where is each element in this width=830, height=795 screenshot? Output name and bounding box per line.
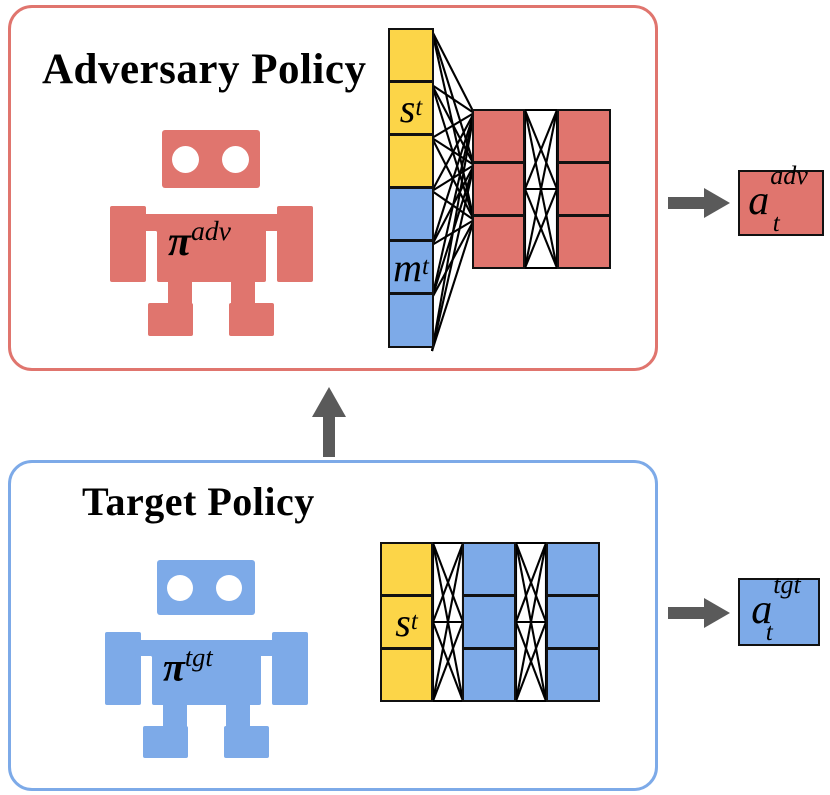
robot-arm-right — [277, 206, 313, 282]
robot-eye-left — [167, 575, 193, 601]
robot-eye-left — [172, 146, 199, 173]
robot-foot-left — [148, 303, 193, 336]
adversary-robot-icon: πadv — [110, 130, 325, 340]
target-edges-input-to-hidden1 — [431, 541, 465, 703]
adversary-policy-symbol: πadv — [168, 215, 231, 266]
adversary-edges-input-to-hidden1 — [430, 30, 476, 352]
adversary-hidden-layer-2 — [557, 109, 611, 269]
adversary-input-cell-6 — [388, 293, 434, 348]
adversary-policy-title: Adversary Policy — [42, 46, 367, 93]
adversary-hidden2-unit-2 — [557, 162, 611, 216]
adversary-hidden1-unit-3 — [472, 215, 525, 269]
target-policy-symbol: πtgt — [163, 642, 213, 690]
robot-arm-right — [272, 632, 308, 705]
robot-foot-right — [229, 303, 274, 336]
target-input-cell-3 — [380, 648, 433, 702]
action-symbol: a — [748, 177, 770, 224]
target-hidden1-unit-1 — [462, 542, 516, 596]
target-hidden1-unit-2 — [462, 595, 516, 649]
robot-foot-left — [143, 726, 188, 758]
target-hidden1-unit-3 — [462, 648, 516, 702]
adversary-hidden2-unit-3 — [557, 215, 611, 269]
robot-torso-shoulder — [151, 640, 261, 657]
action-subscript: t — [772, 210, 780, 238]
adversary-hidden1-unit-2 — [472, 162, 525, 216]
target-hidden2-unit-1 — [546, 542, 600, 596]
adversary-action-label: aadv t — [748, 163, 814, 236]
robot-shoulder-left-link — [140, 214, 162, 231]
adversary-output-arrow — [668, 188, 730, 218]
target-input-cell-1 — [380, 542, 433, 596]
target-policy-title: Target Policy — [82, 479, 315, 524]
action-superscript: tgt — [773, 570, 801, 600]
robot-torso-shoulder — [156, 214, 266, 232]
target-to-adversary-arrow — [312, 387, 346, 457]
action-subscript: t — [765, 619, 773, 647]
target-hidden-layer-1 — [462, 542, 516, 702]
target-output-arrow — [668, 598, 730, 628]
robot-shoulder-right-link — [256, 640, 278, 656]
adversary-edges-hidden1-to-hidden2 — [523, 108, 559, 270]
target-hidden-layer-2 — [546, 542, 600, 702]
adversary-action-box: aadv t — [738, 163, 824, 236]
target-action-box: atgtt — [738, 572, 820, 646]
adversary-input-cell-3 — [388, 134, 434, 188]
target-edges-hidden1-to-hidden2 — [514, 541, 548, 703]
target-action-label: atgtt — [751, 572, 806, 645]
pi-symbol: π — [163, 644, 185, 690]
adversary-hidden2-unit-1 — [557, 109, 611, 163]
robot-shoulder-left-link — [135, 640, 157, 656]
pi-symbol: π — [168, 219, 191, 265]
robot-eye-right — [216, 575, 242, 601]
target-hidden2-unit-3 — [546, 648, 600, 702]
pi-superscript: adv — [190, 215, 231, 246]
adversary-hidden1-unit-1 — [472, 109, 525, 163]
robot-eye-right — [222, 146, 249, 173]
adversary-input-cell-1 — [388, 28, 434, 82]
adversary-hidden-layer-1 — [472, 109, 525, 269]
action-superscript: adv — [770, 161, 808, 191]
action-symbol: a — [751, 586, 773, 633]
target-robot-icon: πtgt — [105, 560, 320, 760]
pi-superscript: tgt — [184, 642, 213, 672]
robot-shoulder-right-link — [261, 214, 283, 231]
adversary-input-cell-4 — [388, 187, 434, 241]
target-hidden2-unit-2 — [546, 595, 600, 649]
robot-foot-right — [224, 726, 269, 758]
